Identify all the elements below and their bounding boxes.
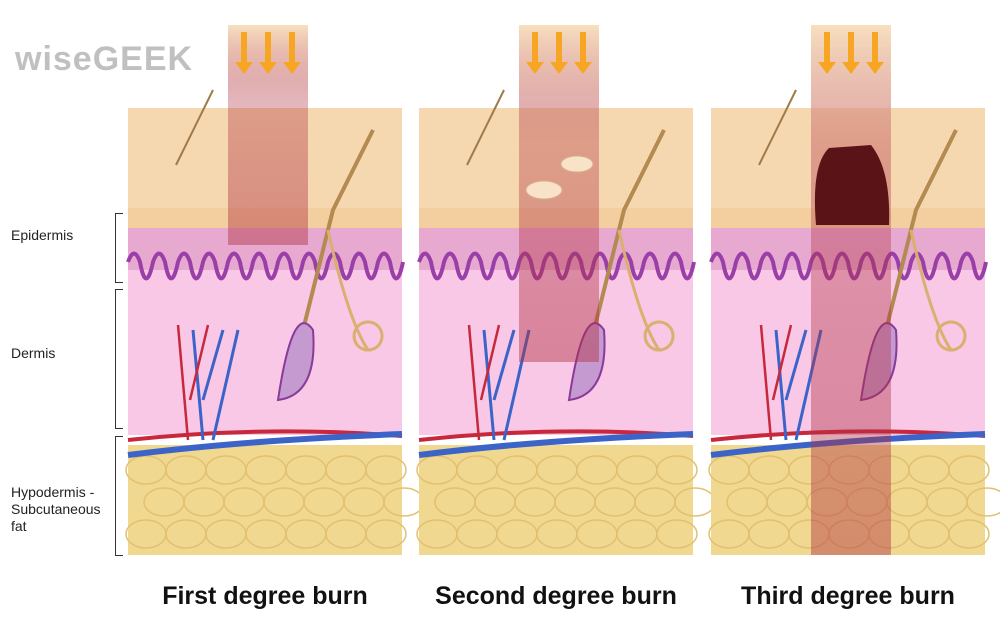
fat-cell [948,455,990,485]
dermis-layer [128,270,402,435]
blister [525,180,563,200]
panel-2 [416,25,716,555]
fat-cell [365,455,407,485]
vessel-branches [191,329,240,441]
blister [560,155,594,173]
heat-arrow-icon [550,32,568,74]
vessel-branches-red [176,324,210,441]
vein [127,431,403,458]
vessel-branches-red [759,324,793,441]
bracket-hypodermis [115,436,123,556]
bracket-epidermis [115,213,123,283]
fat-cell [365,519,407,549]
fat-cell [656,455,698,485]
label-hypodermis-line2: Subcutaneous [11,501,101,517]
hair-follicle [276,322,315,402]
label-dermis: Dermis [11,345,56,361]
heat-arrow-icon [235,32,253,74]
panel-1 [125,25,425,555]
title-first-degree: First degree burn [162,582,368,610]
title-second-degree: Second degree burn [435,582,677,610]
dermal-papillae-line [126,251,405,281]
vessel-branches-red [467,324,501,441]
sweat-gland [326,229,384,352]
fat-cell [948,519,990,549]
heat-arrow-icon [526,32,544,74]
panel-3 [708,25,1000,555]
label-hypodermis: Hypodermis - Subcutaneous fat [11,484,101,535]
sweat-gland [617,229,675,352]
heat-arrow-icon [574,32,592,74]
label-epidermis: Epidermis [11,227,74,243]
fat-layer [128,445,402,555]
label-hypodermis-line1: Hypodermis - [11,484,95,500]
label-hypodermis-line3: fat [11,518,27,534]
heat-arrow-icon [818,32,836,74]
heat-arrow-icon [283,32,301,74]
surface-hair [466,89,505,166]
heat-arrow-icon [842,32,860,74]
watermark: wiseGEEK [15,40,194,78]
surface-hair [175,89,214,166]
heat-arrow-icon [866,32,884,74]
title-third-degree: Third degree burn [741,582,955,610]
sweat-gland [909,229,967,352]
fat-cell [966,487,1000,517]
surface-hair [758,89,797,166]
fat-cell [656,519,698,549]
heat-arrow-icon [259,32,277,74]
fat-layer [419,445,693,555]
bracket-dermis [115,289,123,429]
eschar [814,145,890,225]
vein [418,431,694,458]
heat-beam [811,25,891,555]
